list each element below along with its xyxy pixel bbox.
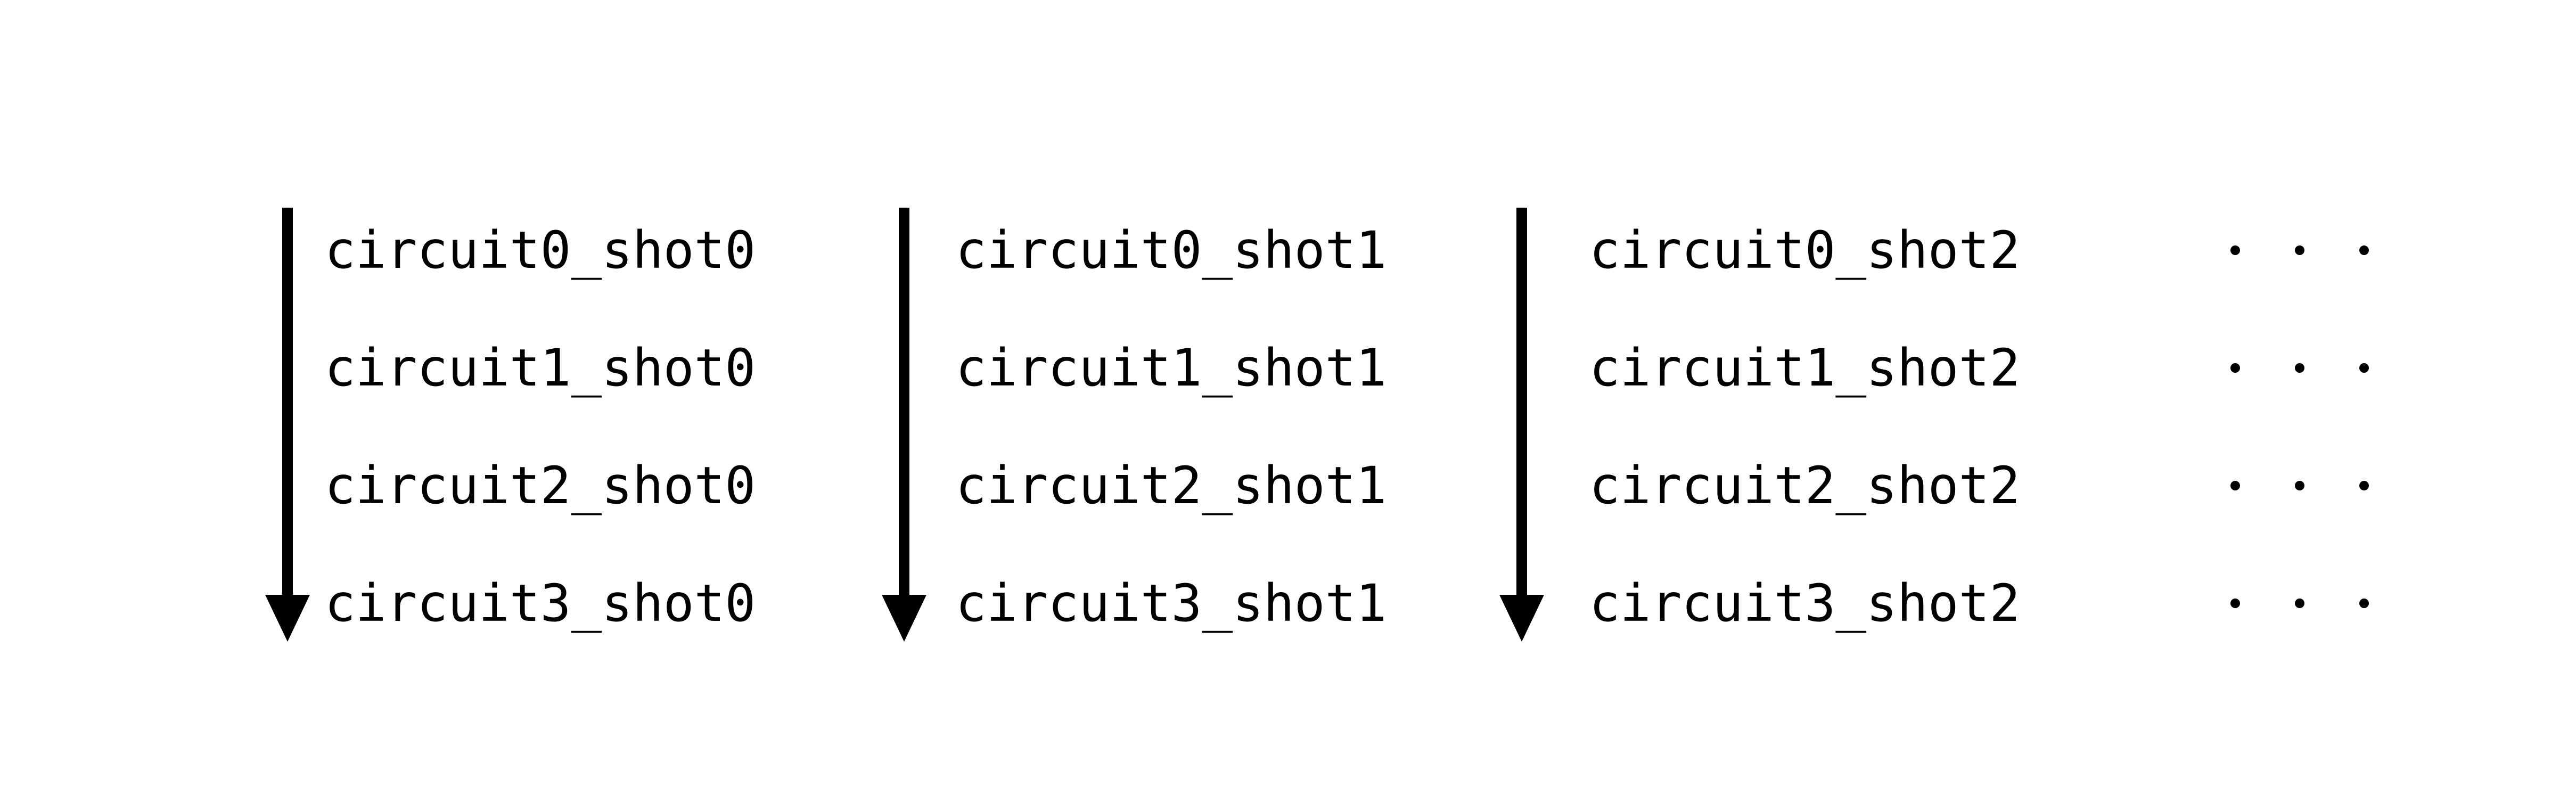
down-arrow-icon (1499, 208, 1544, 642)
ellipsis-dot-icon (2230, 599, 2240, 608)
circuit-shot-label: circuit1_shot2 (1589, 338, 2021, 398)
circuit-shot-label: circuit2_shot0 (325, 456, 756, 515)
down-arrow-icon (882, 208, 926, 642)
circuit-shot-label: circuit3_shot1 (956, 573, 1387, 633)
ellipsis-dot-icon (2295, 599, 2304, 608)
circuit-shot-label: circuit3_shot2 (1589, 573, 2021, 633)
ellipsis-dot-icon (2230, 245, 2240, 255)
circuit-shot-label: circuit0_shot0 (325, 220, 756, 280)
circuit-shot-label: circuit1_shot1 (956, 338, 1387, 398)
ellipsis-dot-icon (2359, 481, 2369, 490)
ellipsis-dot-icon (2295, 481, 2304, 490)
circuit-shot-label: circuit2_shot2 (1589, 456, 2021, 515)
circuit-shot-label: circuit0_shot2 (1589, 220, 2021, 280)
ellipsis-dot-icon (2295, 363, 2304, 373)
ellipsis-dot-icon (2230, 481, 2240, 490)
circuit-shot-label: circuit3_shot0 (325, 573, 756, 633)
ellipsis-dot-icon (2359, 363, 2369, 373)
ellipsis-dot-icon (2359, 599, 2369, 608)
ellipsis-dot-icon (2295, 245, 2304, 255)
circuit-shot-label: circuit0_shot1 (956, 220, 1387, 280)
down-arrow-icon (265, 208, 310, 642)
ellipsis-dot-icon (2359, 245, 2369, 255)
ellipsis-dot-icon (2230, 363, 2240, 373)
circuit-shot-label: circuit1_shot0 (325, 338, 756, 398)
circuit-shot-label: circuit2_shot1 (956, 456, 1387, 515)
